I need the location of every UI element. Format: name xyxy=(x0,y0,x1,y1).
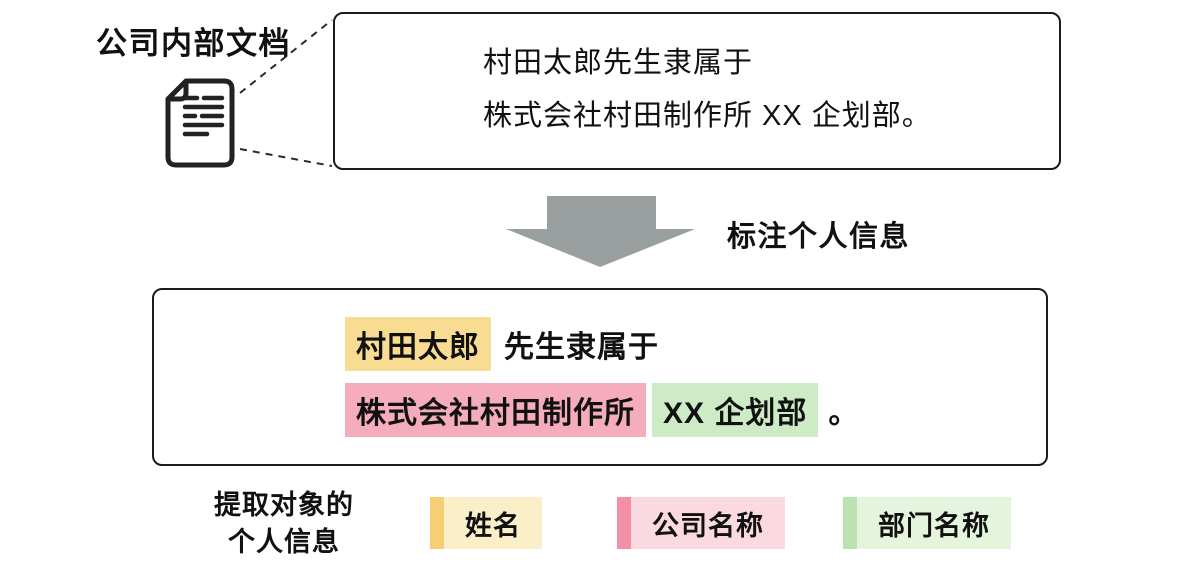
annotated-line1: 村田太郎 先生隶属于 xyxy=(345,317,1046,371)
legend-item-department: 部门名称 xyxy=(843,497,1011,549)
annotated-line2-rest: 。 xyxy=(828,397,859,430)
source-text-box: 村田太郎先生隶属于 株式会社村田制作所 XX 企划部。 xyxy=(333,12,1061,170)
legend-item-name: 姓名 xyxy=(430,497,542,549)
legend-swatch-company xyxy=(617,497,631,549)
legend-swatch-department xyxy=(843,497,857,549)
source-text-line2: 株式会社村田制作所 XX 企划部。 xyxy=(483,100,932,132)
highlight-person-name: 村田太郎 xyxy=(345,317,491,371)
highlight-company-name: 株式会社村田制作所 xyxy=(345,383,646,437)
annotated-line2: 株式会社村田制作所 XX 企划部 。 xyxy=(345,383,1046,437)
legend-swatch-name xyxy=(430,497,444,549)
document-icon xyxy=(165,78,235,168)
legend-label-department: 部门名称 xyxy=(857,497,1011,549)
legend-title-line2: 个人信息 xyxy=(228,527,340,557)
annotated-text-box: 村田太郎 先生隶属于 株式会社村田制作所 XX 企划部 。 xyxy=(152,288,1048,466)
annotated-line1-rest: 先生隶属于 xyxy=(504,331,659,364)
source-text-line1: 村田太郎先生隶属于 xyxy=(483,47,754,79)
legend-title-line1: 提取对象的 xyxy=(214,490,354,520)
legend-label-name: 姓名 xyxy=(444,497,542,549)
highlight-department-name: XX 企划部 xyxy=(652,383,819,437)
legend-title: 提取对象的 个人信息 xyxy=(196,487,372,561)
legend-label-company: 公司名称 xyxy=(631,497,785,549)
down-arrow-icon xyxy=(506,196,695,267)
transform-label: 标注个人信息 xyxy=(727,221,911,253)
source-label: 公司内部文档 xyxy=(96,26,291,61)
dashed-connector-bottom xyxy=(239,148,333,167)
legend-item-company: 公司名称 xyxy=(617,497,785,549)
